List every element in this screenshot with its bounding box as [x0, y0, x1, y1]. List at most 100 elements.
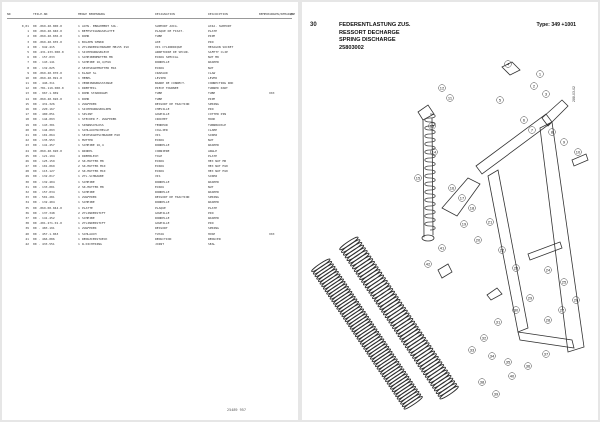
cell-remark: XXX — [269, 231, 275, 236]
cell-part-number: 00 . 501.281 — [33, 195, 55, 200]
callout-circle — [574, 148, 582, 156]
callout-number: 13 — [430, 123, 435, 128]
callout-circle — [448, 184, 456, 192]
callout-number: 18 — [470, 205, 475, 210]
header-qty-de: MENGE BENENNUNG — [78, 12, 106, 16]
callout-number: 41 — [440, 245, 445, 250]
cell-qty: 1 — [78, 122, 80, 127]
callout-number: 33 — [470, 347, 475, 352]
drawing-main-beam — [475, 113, 553, 175]
callout-circle — [560, 278, 568, 286]
cell-english: NUT M8 — [208, 55, 219, 60]
callout-number: 20 — [476, 237, 481, 242]
cell-qty: 1 — [78, 112, 80, 117]
cell-french: PIECE TOURNEE — [155, 86, 179, 91]
callout-circle — [560, 138, 568, 146]
cell-english: SPRING — [208, 226, 219, 231]
cell-qty: 1 — [78, 195, 80, 200]
callout-circle — [414, 174, 422, 182]
cell-qty: 2 — [78, 65, 80, 70]
cell-pos: 21 — [25, 132, 29, 137]
cell-part-number: 00 . 483.191 — [33, 226, 55, 231]
cell-pos: 30 — [25, 179, 29, 184]
cell-french: PLAQUE DE FIXAT. — [155, 29, 184, 34]
section-number: 30 — [310, 22, 317, 28]
cell-pos: 34 — [25, 200, 29, 205]
cell-english: PIPE — [208, 34, 216, 39]
cell-english: PLATE — [208, 205, 218, 210]
cell-french: JOINT — [155, 241, 165, 246]
header-en: DESCRIPTION — [208, 12, 228, 16]
cell-pos: 17 — [25, 112, 29, 117]
cell-german: SK-MUTTER M8 — [82, 184, 104, 189]
callout-number: 16 — [450, 185, 455, 190]
callout-number: 36 — [526, 363, 531, 368]
callout-number: 23 — [514, 265, 519, 270]
drawing-lower-bracket — [486, 287, 503, 301]
callout-circle — [512, 264, 520, 272]
cell-german: PLATTE — [82, 205, 93, 210]
cell-german: SCHEIBE — [82, 215, 95, 220]
callout-circle — [524, 362, 532, 370]
cell-french: ECROU SPECIAL — [155, 55, 179, 60]
cell-english: AXIA. SUPPORT — [208, 24, 232, 28]
callout-circle — [542, 350, 550, 358]
callout-number: 27 — [560, 307, 565, 312]
cell-french: TOLE — [155, 153, 163, 158]
cell-german: HEBEL — [82, 75, 92, 80]
cell-french: TENDEUR — [155, 122, 168, 127]
cell-german: SPLINT — [82, 112, 93, 117]
cell-pos: 27 — [25, 164, 29, 169]
callout-circle — [460, 220, 468, 228]
cell-french: TUBE — [155, 34, 163, 39]
title-english: SPRING DISCHARGE — [339, 37, 396, 43]
callout-circle — [512, 306, 520, 314]
callout-number: 29 — [528, 295, 533, 300]
drawing-frame-leg — [539, 121, 585, 353]
cell-german: SECHSKANTMUTTER M16 — [82, 65, 117, 70]
cell-german: REDUZIERSTUECK — [82, 236, 108, 241]
cell-french: RONDELLE — [155, 143, 170, 148]
cell-german: SCHLAUCHSCHELLE — [82, 127, 110, 132]
cell-qty: 1 — [78, 39, 80, 44]
callout-number: 26 — [574, 297, 579, 302]
drawing-rod-end — [421, 234, 435, 242]
cell-german: ZUGFEDER — [82, 226, 97, 231]
cell-qty: 1 — [78, 215, 80, 220]
callout-number: 14 — [432, 149, 437, 154]
cell-english: COTTER PIN — [208, 112, 227, 117]
callout-circle — [430, 148, 438, 156]
drawing-hook-clamp — [437, 263, 453, 279]
cell-english: SAFETY CLIP — [208, 49, 228, 54]
callout-circle — [528, 126, 536, 134]
cell-qty: 2 — [78, 158, 80, 163]
cell-english: LEVER — [208, 75, 218, 80]
cell-german: ZYLINDERSTIFT — [82, 221, 106, 226]
cell-english: HEX NUT M10 — [208, 169, 228, 174]
callout-number: 32 — [482, 335, 487, 340]
cell-german: STECKER F. ZUGFEDER — [82, 117, 117, 122]
cell-part-number: 00 . 141.457 — [33, 143, 55, 148]
cell-pos: 12 — [25, 86, 29, 91]
cell-german: W-DICHTRING — [82, 241, 102, 246]
cell-part-number: 00 . 132.404 — [33, 179, 55, 184]
cell-qty: 1 — [78, 75, 80, 80]
cell-part-number: 00 .781.119.000.0 — [33, 86, 64, 91]
cell-english: HOSE — [208, 231, 216, 236]
cell-pos: 11 — [25, 81, 29, 86]
callout-circle — [496, 96, 504, 104]
cell-pos: 15 — [25, 101, 29, 106]
cell-part-number: 00 . 132.404 — [33, 200, 55, 205]
title-french: RESSORT DECHARGE — [339, 29, 400, 36]
cell-pos: 9 — [27, 70, 29, 75]
cell-german: DREHTEIL — [82, 86, 97, 91]
